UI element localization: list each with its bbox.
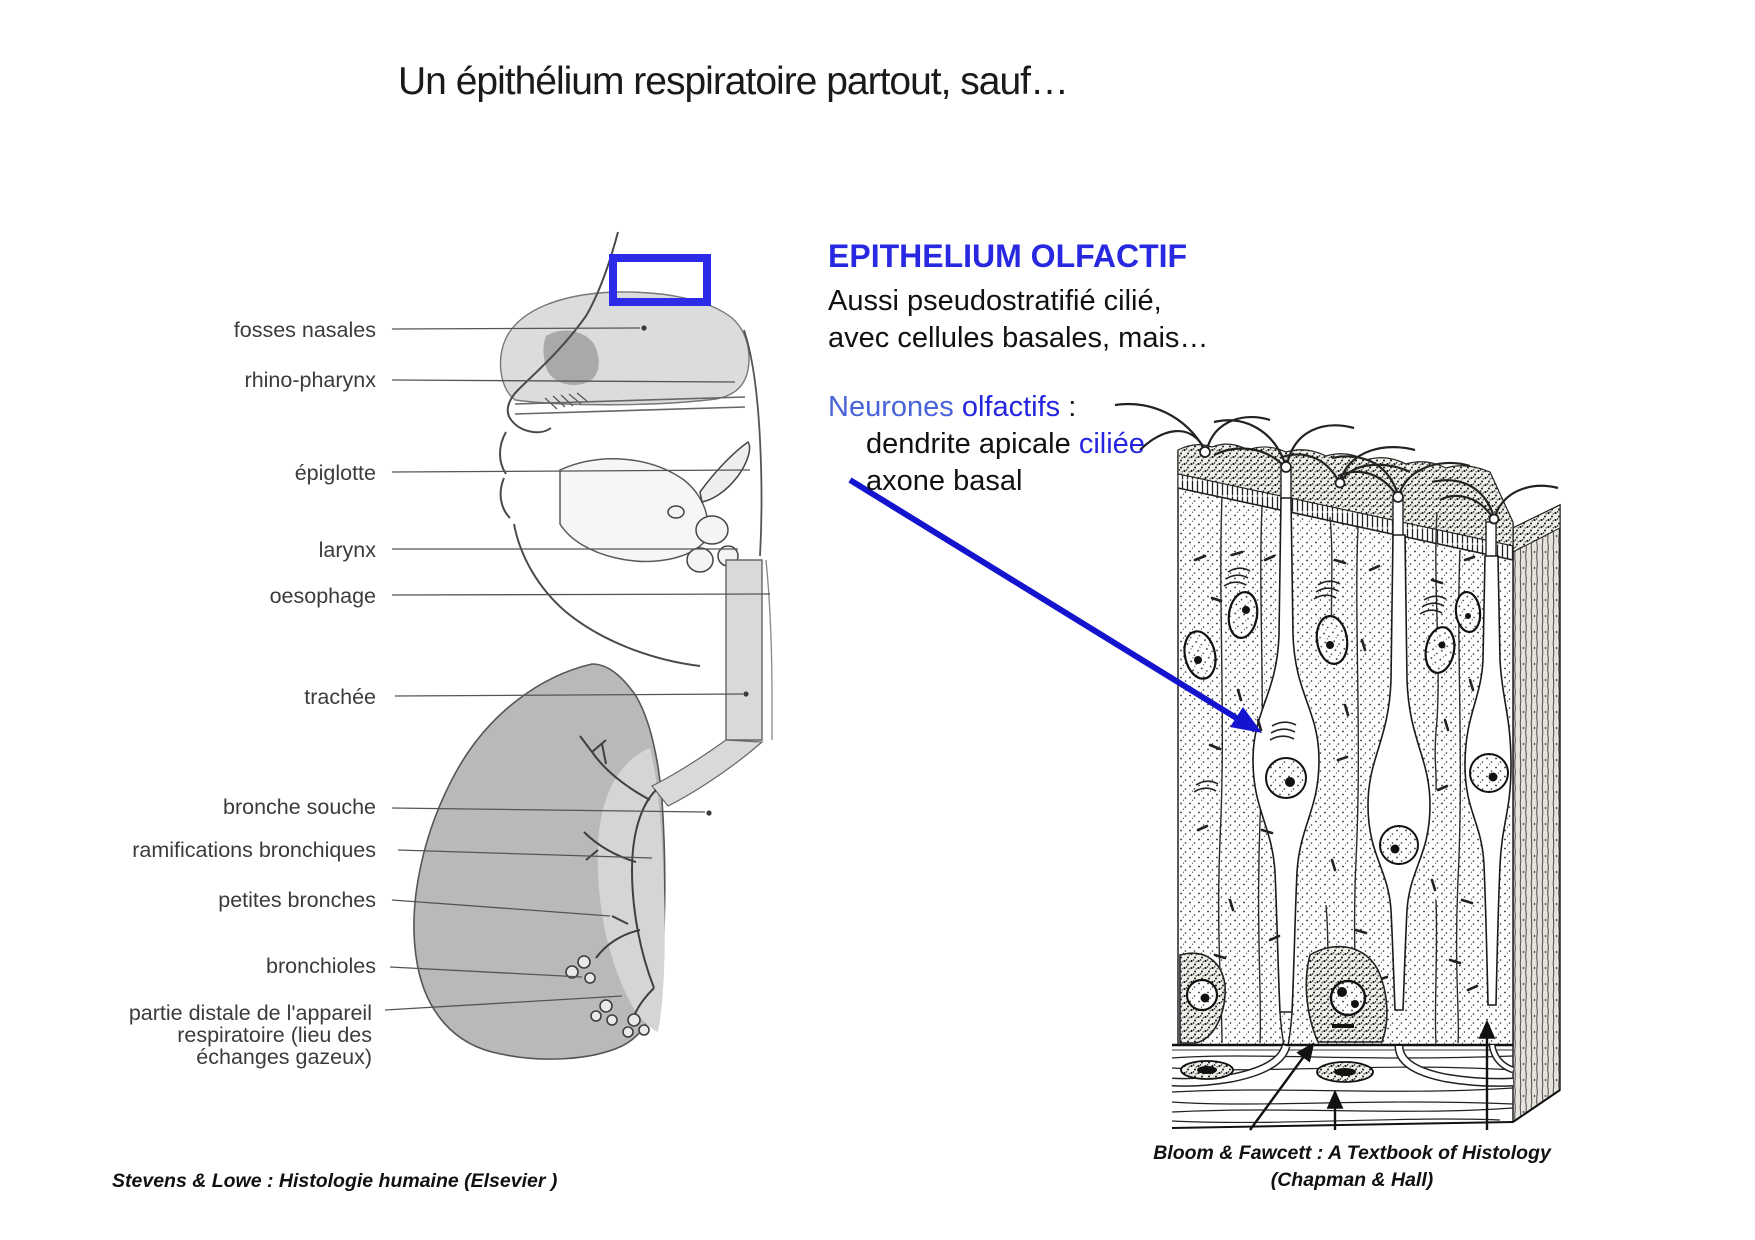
leader-dots bbox=[641, 325, 749, 816]
olfactory-text-block: EPITHELIUM OLFACTIF Aussi pseudostratifi… bbox=[828, 238, 1258, 500]
block-bottom-slant bbox=[1512, 1089, 1561, 1123]
label-trachee: trachée bbox=[304, 685, 376, 709]
source-caption-right-line1: Bloom & Fawcett : A Textbook of Histolog… bbox=[1153, 1142, 1551, 1164]
label-partie-distale-line3: échanges gazeux) bbox=[196, 1045, 372, 1069]
leader-lines bbox=[384, 327, 771, 1011]
olfactory-body-line2: avec cellules basales, mais… bbox=[828, 322, 1209, 354]
label-partie-distale-line2: respiratoire (lieu des bbox=[177, 1023, 372, 1047]
larynx-structures bbox=[667, 505, 739, 573]
olfactory-region-highlight-box bbox=[609, 254, 711, 306]
dendrite-prefix: dendrite apicale bbox=[866, 428, 1079, 460]
olfactory-neuron-1 bbox=[1252, 469, 1320, 1047]
golgi-stacks bbox=[1193, 567, 1447, 793]
bronchial-tree bbox=[579, 735, 657, 1017]
dendrite-line: dendrite apicale ciliée bbox=[828, 426, 1258, 463]
olfactifs-word: olfactifs bbox=[961, 391, 1061, 423]
nucleoli-marks bbox=[1194, 606, 1471, 664]
oesophagus-line bbox=[765, 559, 773, 740]
neurones-colon: : bbox=[1060, 391, 1077, 423]
source-caption-left: Stevens & Lowe : Histologie humaine (Els… bbox=[112, 1170, 558, 1192]
label-larynx: larynx bbox=[319, 538, 377, 562]
tongue-shape bbox=[559, 458, 709, 563]
label-rhino-pharynx: rhino-pharynx bbox=[245, 368, 377, 392]
spacer bbox=[828, 357, 1258, 389]
cilia-tufts bbox=[1114, 403, 1559, 519]
neurones-line: Neurones olfactifs : bbox=[828, 389, 1258, 426]
pharynx-wall-line bbox=[743, 329, 763, 557]
source-caption-right-line2: (Chapman & Hall) bbox=[1270, 1169, 1434, 1191]
block-bottom-edge bbox=[1171, 1121, 1514, 1129]
nasal-vestibule-shading bbox=[543, 330, 599, 385]
palate-lines bbox=[514, 396, 746, 415]
respiratory-tract-diagram bbox=[413, 231, 773, 1060]
olfactory-epithelium-drawing bbox=[1114, 403, 1561, 1131]
face-profile-outline bbox=[499, 231, 701, 667]
block-right-face bbox=[1512, 503, 1561, 1124]
olfactory-vesicles bbox=[1199, 446, 1500, 525]
source-caption-right: Bloom & Fawcett : A Textbook of Histolog… bbox=[1150, 1140, 1554, 1194]
label-fosses-nasales: fosses nasales bbox=[234, 318, 376, 342]
label-bronche-souche: bronche souche bbox=[223, 795, 376, 819]
olfactory-heading: EPITHELIUM OLFACTIF bbox=[828, 238, 1188, 274]
organelle-marks bbox=[1193, 550, 1479, 992]
label-oesophage: oesophage bbox=[270, 584, 376, 608]
trachea-shape bbox=[725, 559, 763, 741]
apical-surface-band bbox=[1177, 443, 1514, 547]
olfactory-body-line1: Aussi pseudostratifié cilié, bbox=[828, 285, 1162, 317]
ciliee-word: ciliée bbox=[1078, 428, 1145, 460]
slide-title: Un épithélium respiratoire partout, sauf… bbox=[398, 60, 1069, 103]
main-bronchus-shape bbox=[651, 739, 764, 807]
label-petites-bronches: petites bronches bbox=[218, 888, 376, 912]
label-ramifications-bronchiques: ramifications bronchiques bbox=[132, 838, 376, 862]
nasal-cavity-shape bbox=[499, 291, 750, 406]
lung-hilum-region bbox=[597, 748, 665, 1032]
epiglottis-shape bbox=[699, 440, 751, 503]
label-bronchioles: bronchioles bbox=[266, 954, 376, 978]
olfactory-neuron-3 bbox=[1464, 521, 1512, 1006]
neurones-word: Neurones bbox=[828, 391, 962, 423]
lung-shape bbox=[413, 663, 666, 1060]
basal-cells bbox=[1179, 945, 1388, 1044]
terminal-bar-line bbox=[1177, 487, 1514, 561]
alveolar-sac-clusters bbox=[565, 955, 650, 1038]
olfactory-neuron-2 bbox=[1367, 499, 1431, 1011]
label-epiglotte: épiglotte bbox=[295, 461, 376, 485]
neuron-annotation-arrow bbox=[848, 477, 1262, 733]
axone-line: axone basal bbox=[866, 465, 1023, 497]
anatomy-labels: fosses nasales rhino-pharynx épiglotte l… bbox=[129, 318, 771, 1069]
figure-pointer-arrows bbox=[1249, 1019, 1496, 1131]
lamina-propria bbox=[1171, 1044, 1515, 1124]
sustentacular-nuclei bbox=[1183, 590, 1482, 680]
label-partie-distale-line1: partie distale de l'appareil bbox=[129, 1001, 372, 1025]
